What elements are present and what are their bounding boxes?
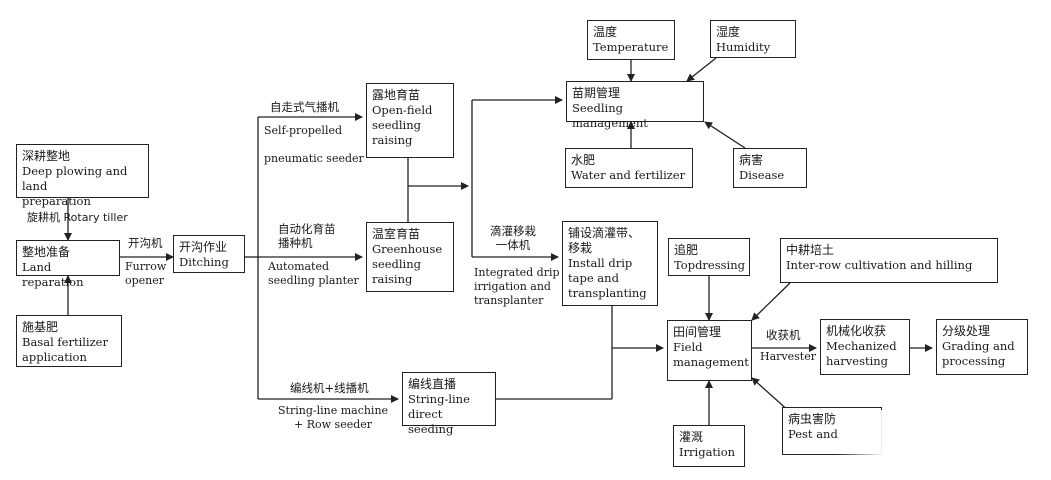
harvester-label-zh: 收获机: [766, 328, 801, 342]
field-management-box: 田间管理 Field management: [667, 320, 752, 381]
humidity-box: 湿度 Humidity: [710, 20, 796, 58]
field-management-en: Field management: [673, 340, 749, 369]
disease-box: 病害 Disease: [733, 148, 807, 188]
grading-zh: 分级处理: [942, 324, 991, 338]
greenhouse-zh: 温室育苗: [372, 227, 421, 241]
disease-en: Disease: [739, 168, 785, 182]
open-field-box: 露地育苗 Open-field seedling raising: [366, 83, 454, 158]
pest-control-en: Pest and: [788, 427, 838, 441]
harvester-label-en: Harvester: [760, 350, 816, 363]
ditching-en: Ditching: [179, 255, 229, 269]
greenhouse-box: 温室育苗 Greenhouse seedling raising: [366, 222, 454, 292]
install-drip-box: 铺设滴灌带、 移栽 Install drip tape and transpla…: [562, 221, 658, 306]
self-propelled-label-zh: 自走式气播机: [270, 100, 339, 114]
irrigation-en: Irrigation: [679, 445, 736, 459]
basal-fertilizer-zh: 施基肥: [22, 320, 59, 334]
install-drip-en: Install drip tape and transplanting: [568, 256, 647, 300]
self-propelled-label-en: Self-propelled pneumatic seeder: [264, 124, 364, 165]
land-preparation-en: Land reparation: [22, 260, 84, 289]
water-fertilizer-box: 水肥 Water and fertilizer: [565, 148, 693, 188]
seedling-management-en: Seedling management: [572, 101, 648, 130]
topdressing-en: Topdressing: [674, 258, 745, 272]
seedling-management-zh: 苗期管理: [572, 86, 621, 100]
drip-transplanter-label-en: Integrated drip irrigation and transplan…: [474, 266, 560, 307]
deep-plowing-zh: 深耕整地: [22, 149, 71, 163]
mechanized-harvesting-en: Mechanized harvesting: [826, 339, 897, 368]
faded-edge: [836, 410, 1051, 458]
ditching-box: 开沟作业 Ditching: [173, 235, 245, 273]
land-preparation-zh: 整地准备: [22, 245, 71, 259]
temperature-en: Temperature: [593, 40, 669, 54]
temperature-box: 温度 Temperature: [587, 20, 675, 60]
drip-transplanter-label-zh: 滴灌移栽 一体机: [490, 224, 536, 252]
topdressing-zh: 追肥: [674, 243, 699, 257]
open-field-zh: 露地育苗: [372, 88, 421, 102]
water-fertilizer-en: Water and fertilizer: [571, 168, 686, 182]
automated-planter-label-en: Automated seedling planter: [268, 260, 359, 287]
string-line-box: 编线直播 String-line direct seeding: [402, 372, 496, 436]
disease-zh: 病害: [739, 153, 764, 167]
temperature-zh: 温度: [593, 25, 618, 39]
ditching-zh: 开沟作业: [179, 240, 228, 254]
furrow-opener-label: Furrow opener: [125, 260, 167, 287]
interrow-box: 中耕培土 Inter-row cultivation and hilling: [780, 238, 998, 283]
topdressing-box: 追肥 Topdressing: [668, 238, 750, 276]
mechanized-harvesting-zh: 机械化收获: [826, 324, 887, 338]
deep-plowing-en: Deep plowing and land preparation: [22, 164, 128, 208]
string-line-en: String-line direct seeding: [408, 392, 470, 436]
grading-box: 分级处理 Grading and processing: [936, 319, 1028, 375]
install-drip-zh: 铺设滴灌带、 移栽: [568, 226, 641, 255]
land-preparation-box: 整地准备 Land reparation: [16, 240, 120, 289]
ditcher-label-zh: 开沟机: [128, 236, 163, 250]
rotary-tiller-label: 旋耕机 Rotary tiller: [27, 211, 128, 224]
pest-control-zh: 病虫害防: [788, 412, 837, 426]
greenhouse-en: Greenhouse seedling raising: [372, 242, 443, 286]
basal-fertilizer-en: Basal fertilizer application: [22, 335, 108, 364]
string-seeder-label-en: String-line machine + Row seeder: [278, 404, 389, 431]
seedling-management-box: 苗期管理 Seedling management: [566, 81, 704, 130]
string-seeder-label-zh: 编线机+线播机: [290, 381, 369, 395]
mechanized-harvesting-box: 机械化收获 Mechanized harvesting: [820, 319, 910, 375]
field-management-zh: 田间管理: [673, 325, 722, 339]
string-line-zh: 编线直播: [408, 377, 457, 391]
humidity-en: Humidity: [716, 40, 771, 54]
open-field-en: Open-field seedling raising: [372, 103, 433, 147]
deep-plowing-box: 深耕整地 Deep plowing and land preparation: [16, 144, 149, 208]
irrigation-zh: 灌溉: [679, 430, 704, 444]
grading-en: Grading and processing: [942, 339, 1015, 368]
interrow-zh: 中耕培土: [786, 243, 835, 257]
interrow-en: Inter-row cultivation and hilling: [786, 258, 973, 272]
automated-planter-label-zh: 自动化育苗 播种机: [278, 222, 336, 250]
water-fertilizer-zh: 水肥: [571, 153, 596, 167]
humidity-zh: 湿度: [716, 25, 741, 39]
irrigation-box: 灌溉 Irrigation: [673, 425, 745, 467]
basal-fertilizer-box: 施基肥 Basal fertilizer application: [16, 315, 122, 367]
